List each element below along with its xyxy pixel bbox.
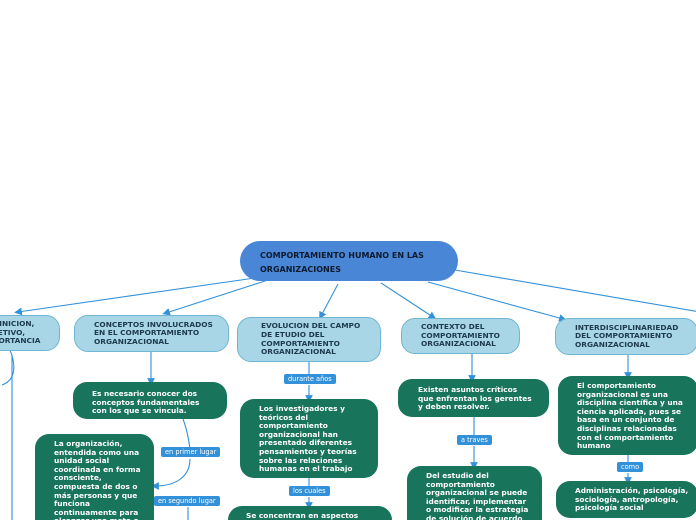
subtopic-disciplinas[interactable]: Administración, psicología, sociología, …	[556, 481, 696, 518]
subtopic-disciplina-cientifica-text: El comportamiento organizacional es una …	[577, 381, 683, 451]
subtopic-asuntos-criticos[interactable]: Existen asuntos críticos que enfrentan l…	[398, 379, 549, 417]
topic-contexto[interactable]: CONTEXTO DEL COMPORTAMIENTO ORGANIZACION…	[401, 318, 520, 354]
subtopic-conceptos-fundamentales[interactable]: Es necesario conocer dos conceptos funda…	[73, 382, 227, 419]
subtopic-conceptos-fundamentales-text: Es necesario conocer dos conceptos funda…	[92, 389, 200, 416]
topic-definicion-text: DEFINICION, OBJETIVO, IMPORTANCIA	[0, 319, 41, 346]
link-root-topic-1	[14, 277, 256, 316]
topic-evolucion[interactable]: EVOLUCION DEL CAMPO DE ETUDIO DEL COMPOR…	[237, 317, 381, 362]
label-en-primer-lugar[interactable]: en primer lugar	[161, 447, 221, 457]
link-root-topic-3	[319, 283, 339, 320]
link-label-primer-sub-2	[151, 458, 191, 490]
link-root-offscreen	[454, 269, 696, 312]
subtopic-organizacion[interactable]: La organización, entendida como una unid…	[35, 434, 154, 520]
root-node[interactable]: COMPORTAMIENTO HUMANO EN LAS ORGANIZACIO…	[240, 241, 458, 281]
link-root-topic-5	[427, 281, 567, 322]
link-topic-1-down	[1, 349, 15, 386]
subtopic-investigadores[interactable]: Los investigadores y teóricos del compor…	[240, 399, 378, 478]
label-en-segundo-lugar[interactable]: en segundo lugar	[154, 496, 220, 506]
subtopic-investigadores-text: Los investigadores y teóricos del compor…	[259, 404, 357, 474]
subtopic-asuntos-criticos-text: Existen asuntos críticos que enfrentan l…	[418, 385, 532, 412]
link-root-topic-2	[162, 279, 269, 316]
subtopic-disciplina-cientifica[interactable]: El comportamiento organizacional es una …	[558, 376, 696, 455]
topic-contexto-text: CONTEXTO DEL COMPORTAMIENTO ORGANIZACION…	[421, 322, 500, 349]
label-los-cuales[interactable]: los cuales	[289, 486, 330, 496]
root-title: COMPORTAMIENTO HUMANO EN LAS ORGANIZACIO…	[260, 251, 424, 274]
topic-evolucion-text: EVOLUCION DEL CAMPO DE ETUDIO DEL COMPOR…	[261, 321, 361, 357]
topic-conceptos[interactable]: CONCEPTOS INVOLUCRADOS EN EL COMPORTAMIE…	[74, 315, 229, 352]
subtopic-estrategia-text: Del estudio del comportamiento organizac…	[426, 471, 529, 520]
label-como[interactable]: como	[617, 462, 644, 472]
subtopic-disciplinas-text: Administración, psicología, sociología, …	[575, 486, 689, 513]
subtopic-aspectos[interactable]: Se concentran en aspectos	[228, 506, 392, 520]
subtopic-organizacion-text: La organización, entendida como una unid…	[54, 439, 141, 520]
topic-interdisciplinariedad[interactable]: INTERDISCIPLINARIEDAD DEL COMPORTAMIENTO…	[555, 318, 696, 355]
label-durante-anos[interactable]: durante años	[284, 374, 336, 384]
subtopic-estrategia[interactable]: Del estudio del comportamiento organizac…	[407, 466, 542, 520]
label-a-traves[interactable]: a traves	[457, 435, 492, 445]
link-root-topic-4	[380, 282, 437, 320]
subtopic-aspectos-text: Se concentran en aspectos	[246, 511, 359, 520]
topic-definicion[interactable]: DEFINICION, OBJETIVO, IMPORTANCIA	[0, 315, 60, 351]
topic-conceptos-text: CONCEPTOS INVOLUCRADOS EN EL COMPORTAMIE…	[94, 319, 213, 346]
topic-interdisciplinariedad-text: INTERDISCIPLINARIEDAD DEL COMPORTAMIENTO…	[575, 322, 679, 349]
